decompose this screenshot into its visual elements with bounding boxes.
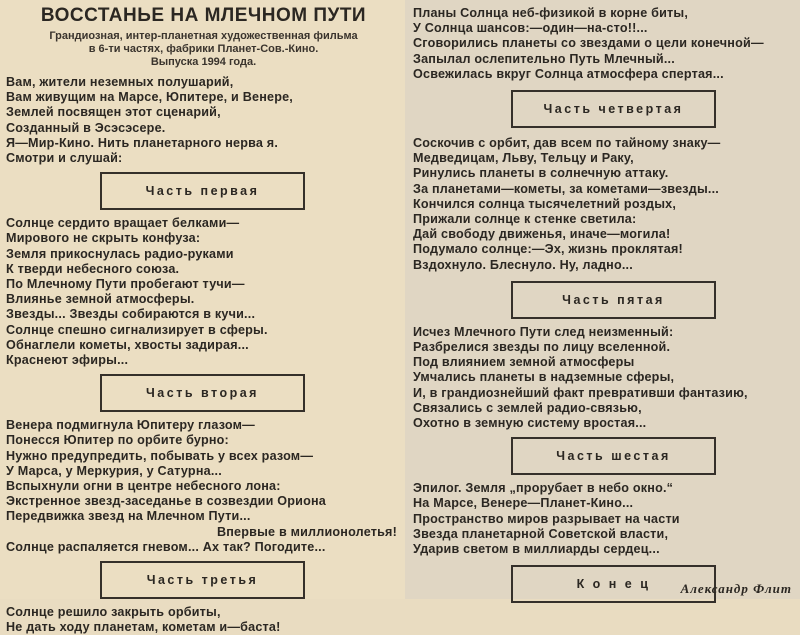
verse-line: Вам живущим на Марсе, Юпитере, и Венере, (6, 90, 294, 105)
part-heading-1: Часть первая (100, 172, 305, 211)
verse-line: Под влиянием земной атмосферы (413, 355, 635, 370)
part-heading-2: Часть вторая (100, 374, 305, 413)
part-2-stanza: Венера подмигнула Юпитеру глазом— Понесс… (6, 418, 405, 555)
verse-line: Пространство миров разрывает на части (413, 511, 680, 526)
verse-line: Не дать ходу планетам, кометам и—баста! (6, 620, 281, 635)
part-3-stanza-start: Солнце решило закрыть орбиты, Не дать хо… (6, 605, 405, 635)
verse-line: Вам, жители неземных полушарий, (6, 75, 234, 89)
verse-line: Охотно в земную систему вростая... (413, 416, 647, 431)
verse-line: Смотри и слушай: (6, 151, 123, 166)
verse-line: Солнце спешно сигнализирует в сферы. (6, 322, 268, 337)
verse-line: Дай свободу движенья, иначе—могила! (413, 227, 671, 242)
verse-line: Ударив светом в миллиарды сердец... (413, 542, 660, 557)
verse-line: Разбрелися звезды по лицу вселенной. (413, 340, 671, 355)
verse-line: Эпилог. Земля „прорубает в небо окно.“ (413, 481, 674, 496)
verse-line: Созданный в Эсэсэсере. (6, 120, 166, 135)
verse-line: Мирового не скрыть конфуза: (6, 231, 201, 246)
verse-line: У Марса, у Меркурия, у Сатурна... (6, 463, 222, 478)
verse-line: У Солнца шансов:—один—на-сто!!... (413, 21, 648, 36)
verse-line: На Марсе, Венере—Планет-Кино... (413, 496, 634, 511)
subtitle-line: в 6-ти частях, фабрики Планет-Сов.-Кино. (88, 43, 319, 55)
verse-line: Землей посвящен этот сценарий, (6, 105, 221, 120)
author-signature: Александр Флит (680, 581, 792, 596)
verse-line: Ринулись планеты в солнечную аттаку. (413, 166, 669, 181)
verse-line: Звезды... Звезды собираются в кучи... (6, 307, 256, 322)
verse-line: Солнце сердито вращает белками— (6, 216, 240, 231)
verse-line: Обнаглели кометы, хвосты задирая... (6, 337, 249, 352)
part-4-stanza: Соскочив с орбит, дав всем по тайному зн… (413, 136, 800, 273)
part-3-stanza-cont: Планы Солнца неб-физикой в корне биты, У… (413, 6, 800, 82)
verse-line: Связались с землей радио-связью, (413, 400, 642, 415)
verse-line: Венера подмигнула Юпитеру глазом— (6, 418, 255, 433)
verse-line: Медведицам, Льву, Тельцу и Раку, (413, 151, 634, 166)
verse-line: Краснеют эфиры... (6, 353, 129, 368)
verse-line: Прижали солнце к стенке светила: (413, 212, 637, 227)
part-5-stanza: Исчез Млечного Пути след неизменный: Раз… (413, 325, 800, 431)
verse-line: Вздохнуло. Блеснуло. Ну, ладно... (413, 257, 633, 272)
verse-line: И, в грандиознейший факт превративши фан… (413, 385, 748, 400)
verse-line: Освежилась вкруг Солнца атмосфера сперта… (413, 66, 724, 81)
verse-line: Экстренное звезд-заседанье в созвездии О… (6, 494, 326, 509)
subtitle-line: Грандиозная, интер-планетная художествен… (49, 30, 358, 42)
verse-line: Солнце распаляется гневом... Ах так? Пог… (6, 539, 326, 554)
verse-line: За планетами—кометы, за кометами—звезды.… (413, 181, 719, 196)
verse-line: К тверди небесного союза. (6, 261, 180, 276)
part-heading-5: Часть пятая (511, 280, 716, 319)
subtitle-line: Выпуска 1994 года. (150, 56, 257, 68)
verse-line: Вспыхнули огни в центре небесного лона: (6, 479, 281, 494)
part-heading-6: Часть шестая (511, 437, 716, 476)
verse-line: Влиянье земной атмосферы. (6, 292, 195, 307)
verse-line: Исчез Млечного Пути след неизменный: (413, 324, 674, 339)
verse-line: Нужно предупредить, побывать у всех разо… (6, 448, 314, 463)
part-6-stanza: Эпилог. Земля „прорубает в небо окно.“ Н… (413, 481, 800, 557)
verse-line: Солнце решило закрыть орбиты, (6, 605, 221, 620)
poem-title: ВОССТАНЬЕ НА МЛЕЧНОМ ПУТИ (40, 5, 367, 26)
part-1-stanza: Солнце сердито вращает белками— Мирового… (6, 216, 405, 368)
verse-line: Земля прикоснулась радио-руками (6, 246, 234, 261)
verse-line: Передвижка звезд на Млечном Пути... (6, 509, 251, 524)
verse-line: Я—Мир-Кино. Нить планетарного нерва я. (6, 135, 279, 150)
intro-stanza: Вам, жители неземных полушарий, Вам живу… (6, 75, 405, 166)
verse-line: Запылал ослепительно Путь Млечный... (413, 51, 675, 66)
verse-line: Звезда планетарной Советской власти, (413, 526, 669, 541)
verse-line: Умчались планеты в надземные сферы, (413, 370, 675, 385)
verse-line: По Млечному Пути пробегают тучи— (6, 277, 245, 292)
verse-line-right: Впервые в миллионолетья! (216, 524, 397, 539)
verse-line: Сговорились планеты со звездами о цели к… (413, 36, 764, 51)
left-column: ВОССТАНЬЕ НА МЛЕЧНОМ ПУТИ Грандиозная, и… (0, 0, 405, 634)
verse-line: Соскочив с орбит, дав всем по тайному зн… (413, 136, 721, 151)
part-heading-4: Часть четвертая (511, 90, 716, 129)
poem-subtitle: Грандиозная, интер-планетная художествен… (6, 30, 401, 69)
verse-line: Подумало солнце:—Эх, жизнь проклятая! (413, 242, 683, 257)
verse-line: Понесся Юпитер по орбите бурно: (6, 433, 229, 448)
verse-line: Планы Солнца неб-физикой в корне биты, (413, 6, 689, 20)
part-heading-3: Часть третья (100, 561, 305, 600)
verse-line: Кончился солнца тысячелетний роздых, (413, 196, 677, 211)
right-column: Планы Солнца неб-физикой в корне биты, У… (405, 0, 800, 604)
